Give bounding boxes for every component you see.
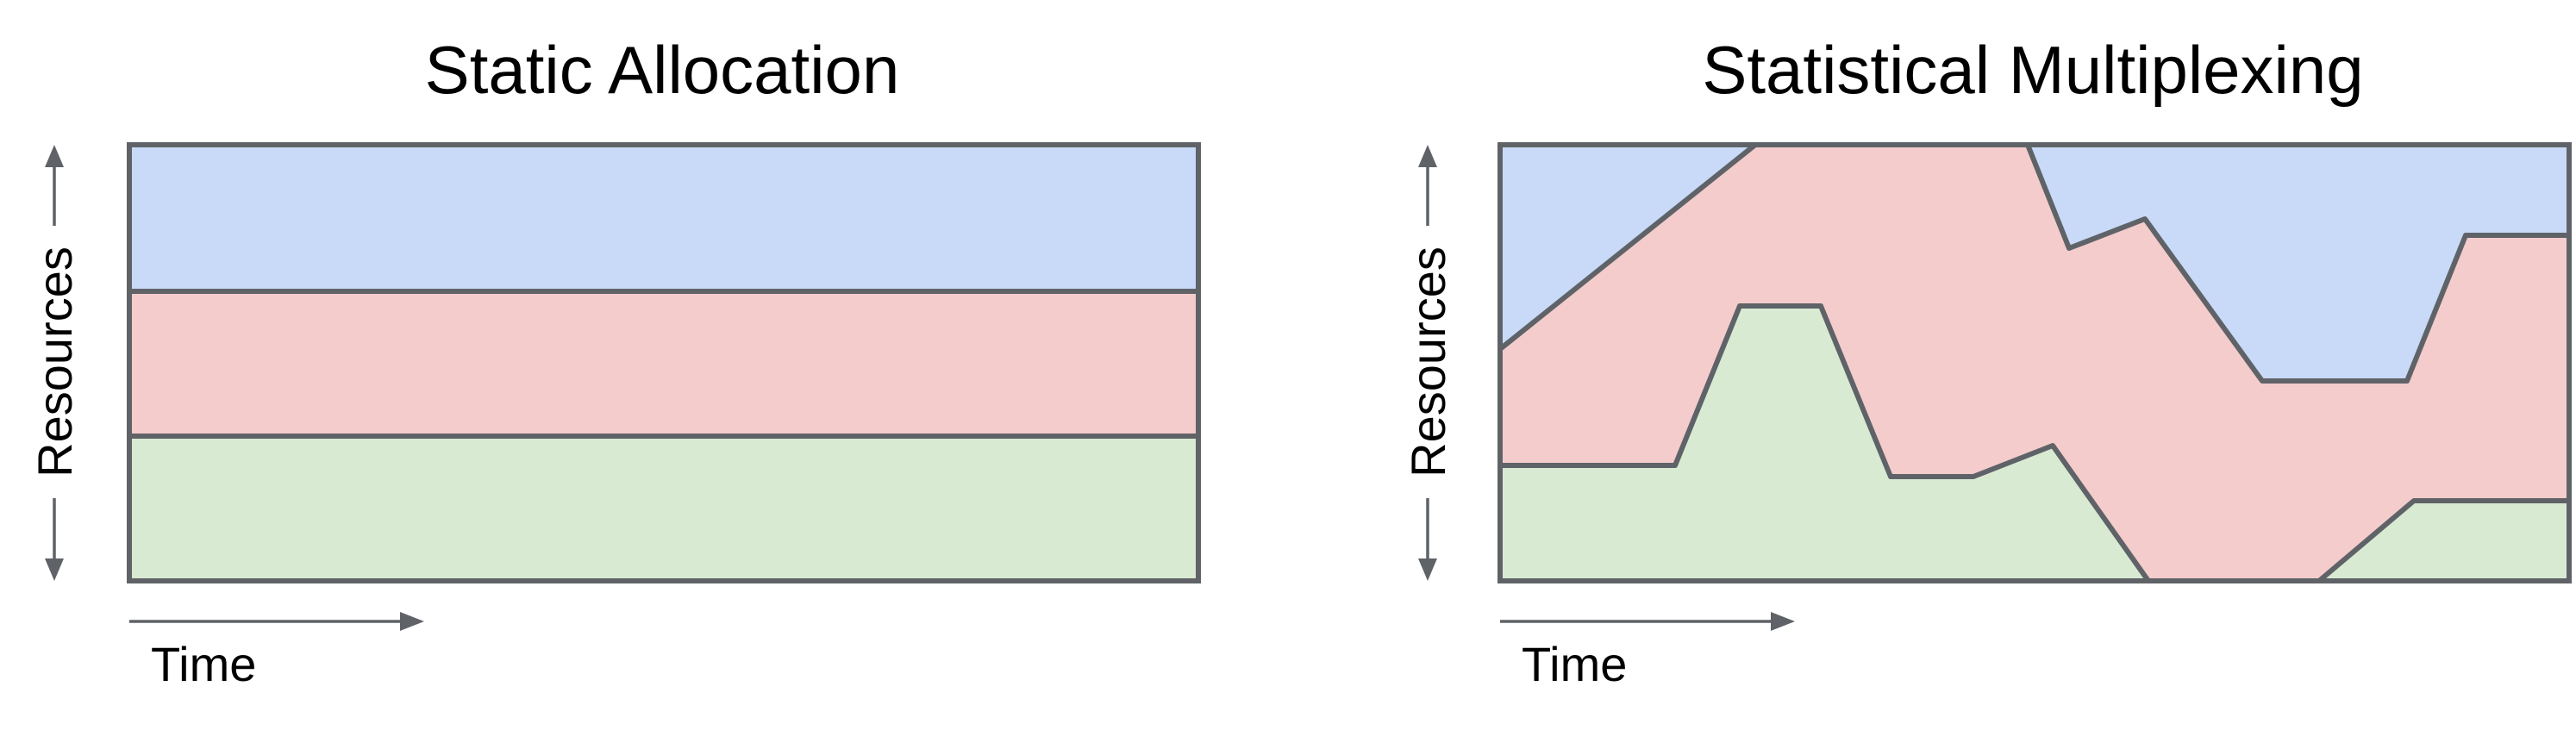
static-allocation-title: Static Allocation bbox=[425, 32, 900, 108]
static-red-band bbox=[127, 289, 1201, 439]
multiplexing-y-axis-label: Resources bbox=[1401, 246, 1455, 477]
multiplexing-time-arrow bbox=[1500, 612, 1795, 631]
static-resources-arrow bbox=[45, 145, 64, 581]
multiplexing-chart-frame bbox=[1497, 142, 2572, 583]
multiplexing-x-axis-label: Time bbox=[1522, 637, 1627, 691]
right-arrowhead-icon bbox=[400, 612, 424, 631]
multiplexing-resources-arrow bbox=[1418, 145, 1437, 581]
right-arrowhead-icon bbox=[1771, 612, 1795, 631]
static-green-band bbox=[127, 434, 1201, 583]
static-blue-band bbox=[127, 142, 1201, 294]
up-arrowhead-icon bbox=[45, 145, 64, 167]
static-allocation-panel: Static Allocation Resources Time bbox=[28, 32, 1201, 691]
static-chart-frame bbox=[127, 142, 1201, 583]
statistical-multiplexing-panel: Statistical Multiplexing Resources Time bbox=[1401, 32, 2572, 691]
statistical-multiplexing-title: Statistical Multiplexing bbox=[1702, 32, 2363, 108]
static-time-arrow bbox=[129, 612, 424, 631]
down-arrowhead-icon bbox=[1418, 558, 1437, 581]
static-y-axis-label: Resources bbox=[28, 246, 82, 477]
up-arrowhead-icon bbox=[1418, 145, 1437, 167]
static-x-axis-label: Time bbox=[151, 637, 256, 691]
down-arrowhead-icon bbox=[45, 558, 64, 581]
